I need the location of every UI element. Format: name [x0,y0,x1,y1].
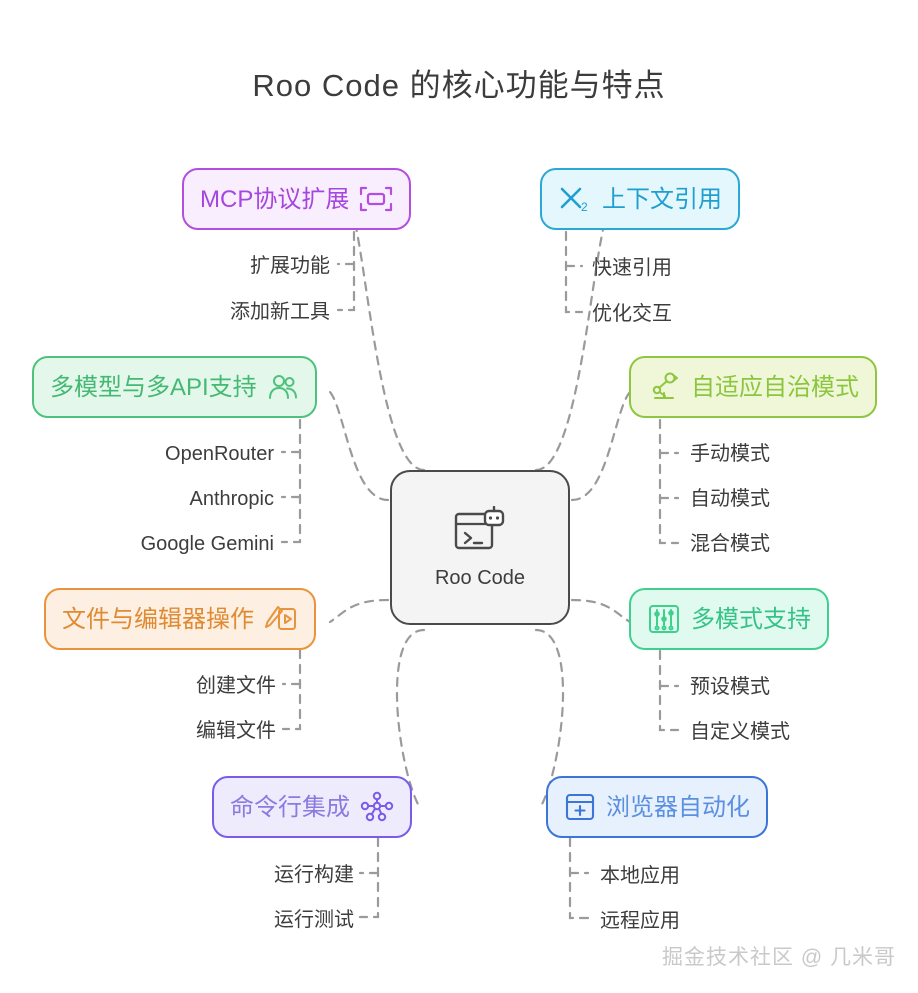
leaf-autonomy-2: 混合模式 [690,533,770,555]
leaf-mcp-0: 扩展功能 [250,255,330,277]
branch-node-mcp[interactable]: MCP协议扩展 [182,168,412,230]
branch-label-cli: 命令行集成 [230,794,350,821]
leaf-context-0: 快速引用 [592,257,672,279]
leaf-browser-0: 本地应用 [600,865,680,887]
leaf-browser-1: 远程应用 [600,910,680,932]
x-subscript-icon: 2 [558,183,592,215]
branch-label-autonomy: 自适应自治模式 [691,374,859,401]
branch-label-multi-mode: 多模式支持 [691,606,811,633]
page-title: Roo Code 的核心功能与特点 [252,68,666,103]
users-icon [267,372,299,402]
robot-arm-icon [647,371,681,403]
sliders-icon [647,603,681,635]
node-graph-icon [360,791,394,823]
branch-label-file-editor: 文件与编辑器操作 [62,606,254,633]
leaf-multi-model-2: Google Gemini [140,533,274,555]
branch-label-multi-model: 多模型与多API支持 [50,374,257,401]
svg-text:2: 2 [581,200,588,214]
branch-node-browser[interactable]: 浏览器自动化 [546,776,768,838]
leaf-multi-model-1: Anthropic [189,488,275,510]
center-node-roo-code[interactable]: Roo Code [390,470,570,625]
leaf-multi-mode-0: 预设模式 [690,676,770,698]
pencil-edit-icon [264,603,298,635]
terminal-robot-icon [452,505,508,561]
leaf-multi-mode-1: 自定义模式 [690,721,790,743]
watermark: 掘金技术社区 @ 几米哥 [662,946,896,969]
leaf-context-1: 优化交互 [592,303,672,325]
branch-node-file-editor[interactable]: 文件与编辑器操作 [44,588,316,650]
leaf-multi-model-0: OpenRouter [165,443,274,465]
leaf-cli-1: 运行测试 [274,909,354,931]
leaf-autonomy-0: 手动模式 [690,443,770,465]
leaf-cli-0: 运行构建 [274,864,354,886]
branch-node-multi-mode[interactable]: 多模式支持 [629,588,829,650]
scan-frame-icon [359,185,393,213]
leaf-file-editor-0: 创建文件 [196,675,276,697]
branch-node-multi-model[interactable]: 多模型与多API支持 [32,356,317,418]
branch-label-context: 上下文引用 [602,186,722,213]
browser-plus-icon [564,792,596,822]
leaf-mcp-1: 添加新工具 [230,301,330,323]
branch-node-cli[interactable]: 命令行集成 [212,776,412,838]
leaf-file-editor-1: 编辑文件 [196,720,276,742]
leaf-autonomy-1: 自动模式 [690,488,770,510]
branch-node-autonomy[interactable]: 自适应自治模式 [629,356,877,418]
branch-label-browser: 浏览器自动化 [606,794,750,821]
branch-node-context[interactable]: 2 上下文引用 [540,168,740,230]
branch-label-mcp: MCP协议扩展 [200,186,350,213]
center-node-label: Roo Code [434,566,526,589]
